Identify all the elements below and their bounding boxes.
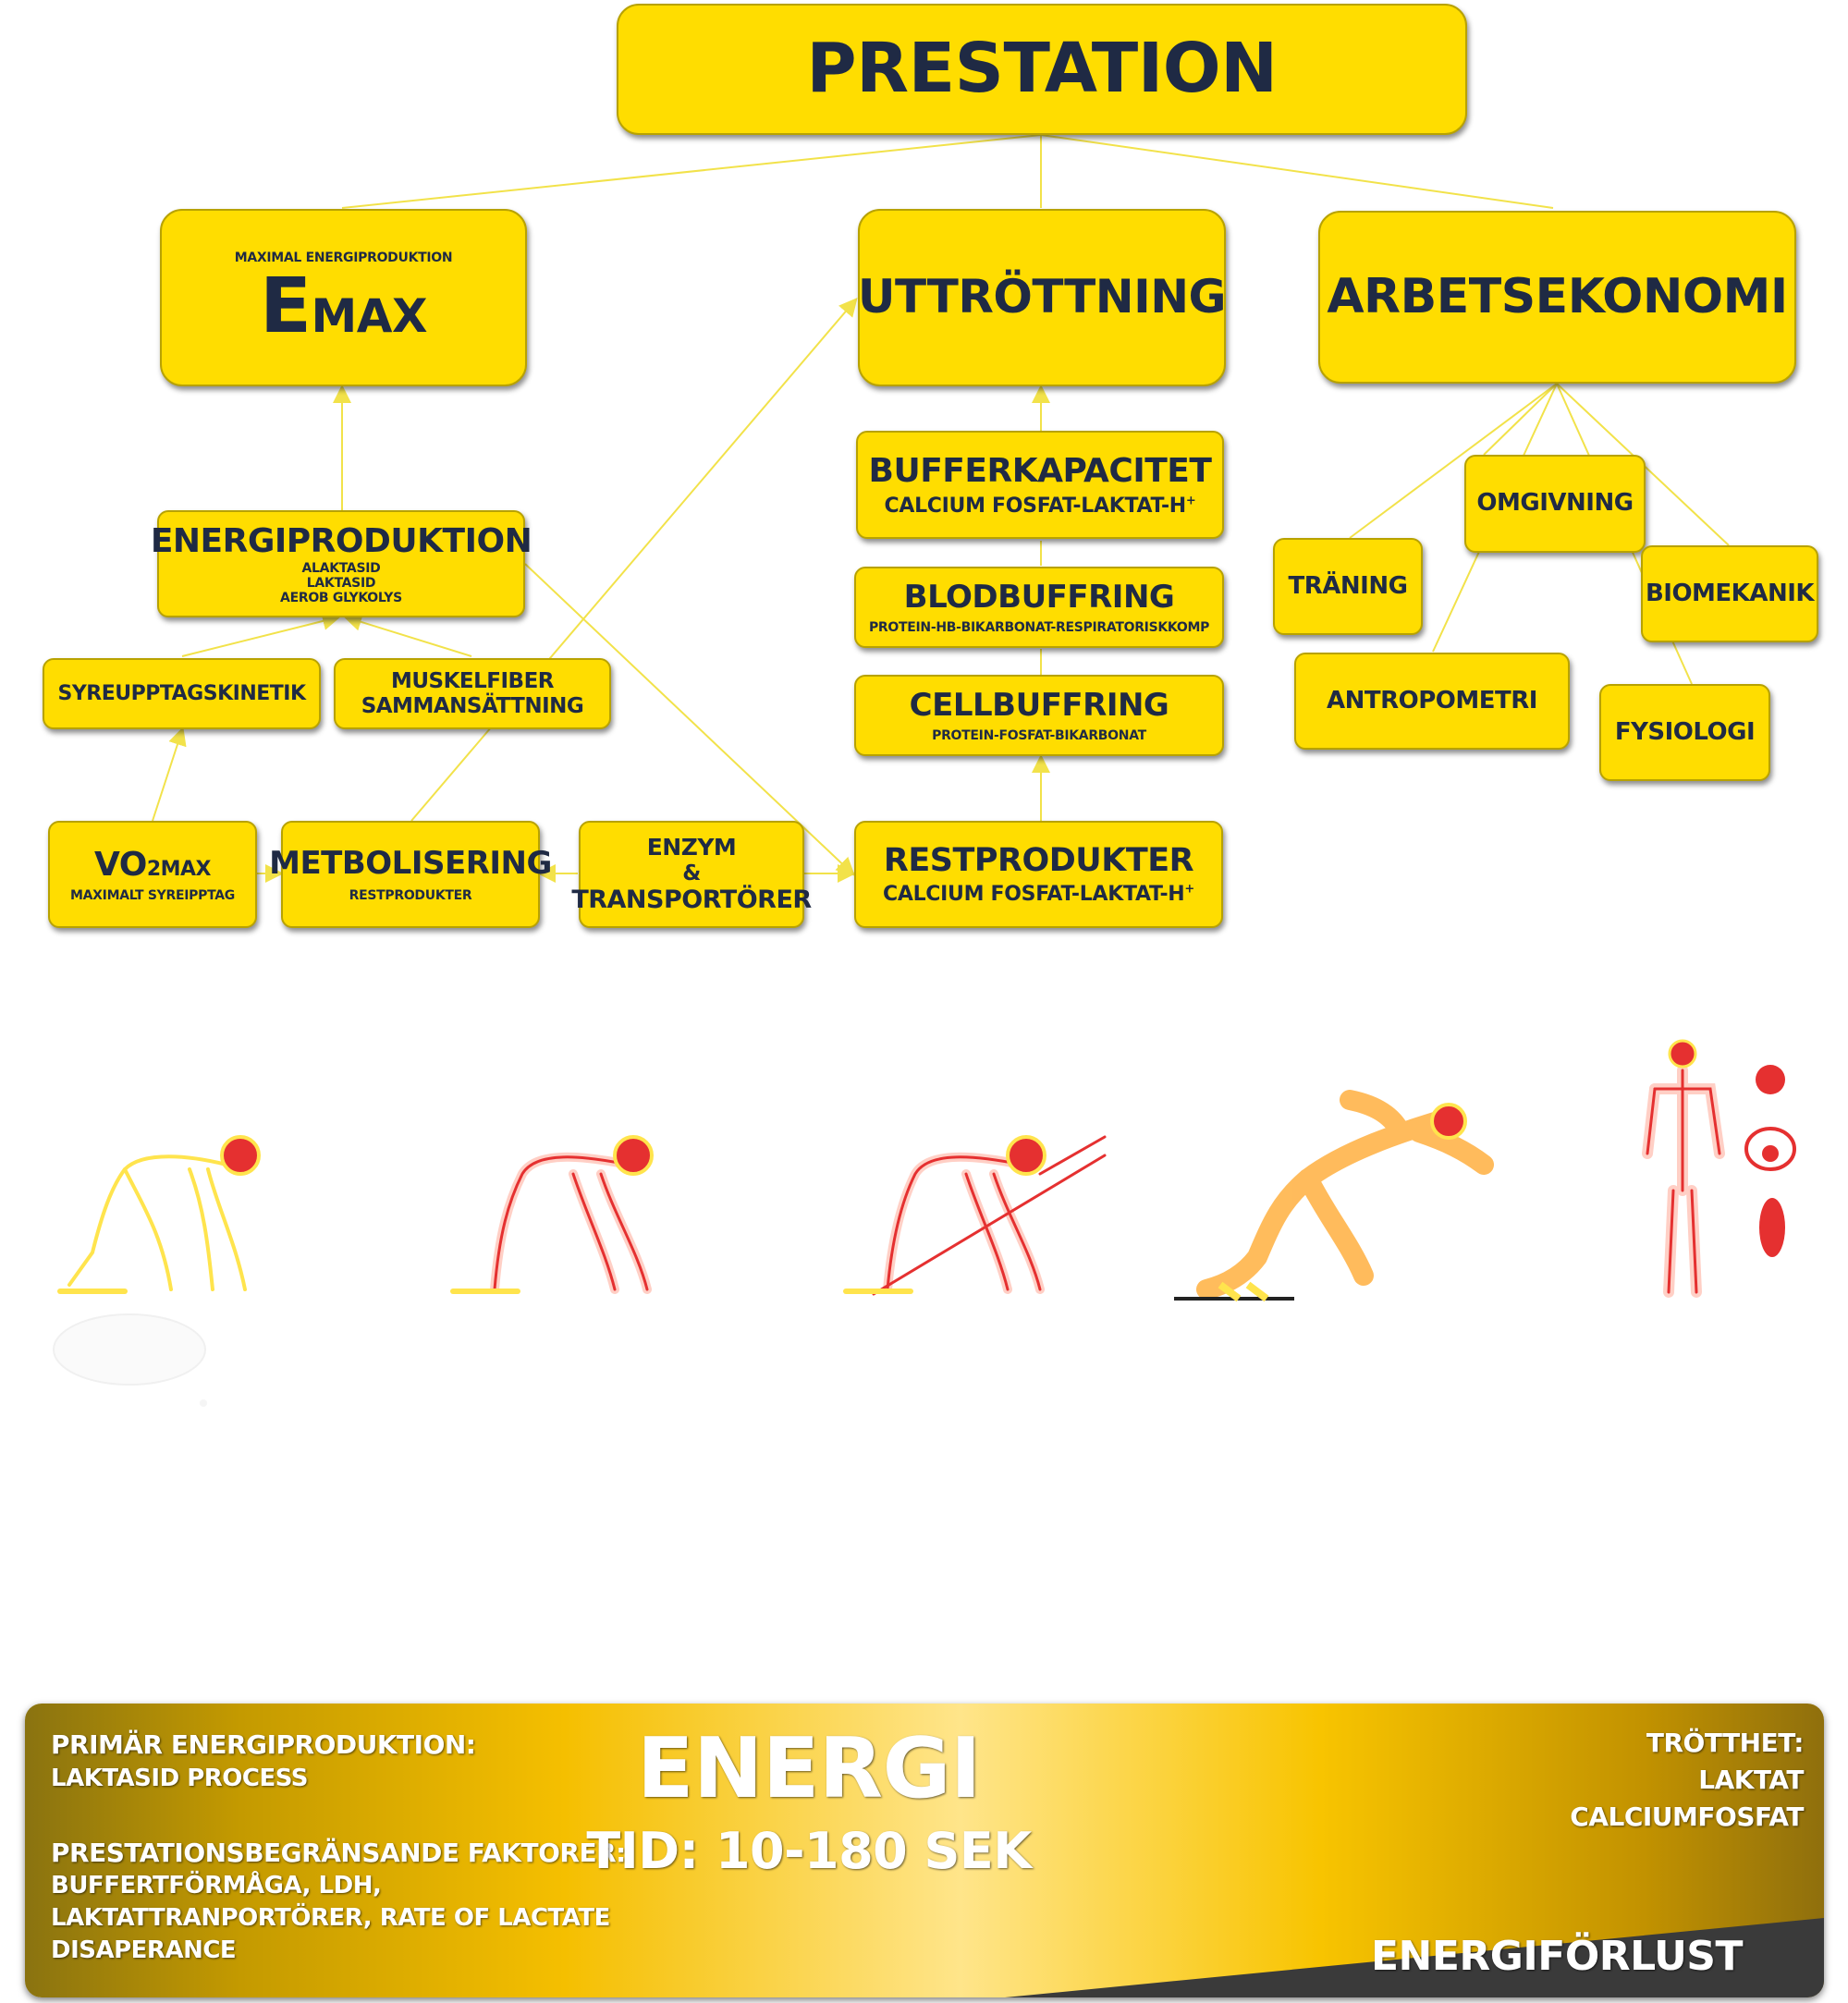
link-prestation-arbetsekonomi	[1040, 134, 1554, 209]
node-vo2max-sublabel: MAXIMALT SYREIPPTAG	[70, 887, 235, 903]
brain-icon	[613, 1135, 654, 1176]
node-blodbuffring[interactable]: BLODBUFFRING PROTEIN-HB-BIKARBONAT-RESPI…	[854, 567, 1224, 648]
node-bufferkapacitet-label: BUFFERKAPACITET	[868, 452, 1212, 491]
sprinter-figure-1	[57, 1135, 261, 1294]
footer-left-heading2: PRESTATIONSBEGRÄNSANDE FAKTORER:	[51, 1838, 626, 1868]
evolution-bubble-icon	[53, 1313, 207, 1407]
node-prestation[interactable]: PRESTATION	[617, 4, 1467, 135]
node-vo2max[interactable]: VO2MAX MAXIMALT SYREIPPTAG	[48, 821, 257, 928]
footer-right-line1: LAKTAT	[1698, 1765, 1804, 1795]
node-arbetsekonomi[interactable]: ARBETSEKONOMI	[1318, 211, 1796, 384]
node-arbetsekonomi-label: ARBETSEKONOMI	[1327, 268, 1788, 324]
link-metbol-uttrottning	[410, 297, 858, 822]
footer-left-line2c: DISAPERANCE	[51, 1936, 237, 1964]
sprinter-figure-2	[450, 1135, 654, 1294]
footer-dark-corner	[1005, 1918, 1824, 1997]
brain-icon	[1756, 1065, 1785, 1094]
link-muskel-energi	[343, 613, 472, 657]
node-energiproduktion-line1: ALAKTASID	[301, 560, 381, 576]
brain-icon	[220, 1135, 261, 1176]
node-restprodukter[interactable]: RESTPRODUKTER CALCIUM FOSFAT-LAKTAT-H+	[854, 821, 1223, 928]
node-traning[interactable]: TRÄNING	[1273, 538, 1423, 635]
node-bufferkapacitet-sub: CALCIUM FOSFAT-LAKTAT-H+	[884, 494, 1196, 518]
node-syreupptagskinetik-label: SYREUPPTAGSKINETIK	[57, 681, 307, 705]
node-biomekanik[interactable]: BIOMEKANIK	[1641, 545, 1818, 642]
node-enzym-line2: &	[682, 861, 701, 885]
node-blodbuffring-sub: PROTEIN-HB-BIKARBONAT-RESPIRATORISKKOMP	[868, 619, 1210, 635]
node-energiproduktion[interactable]: ENERGIPRODUKTION ALAKTASID LAKTASID AERO…	[151, 510, 532, 617]
node-bufferkapacitet[interactable]: BUFFERKAPACITET CALCIUM FOSFAT-LAKTAT-H+	[856, 431, 1224, 539]
link-prestation-emax	[341, 134, 1042, 209]
footer-right-heading: TRÖTTHET:	[1646, 1728, 1805, 1758]
brain-icon	[1006, 1135, 1046, 1176]
link-syre-energi	[181, 612, 341, 657]
footer-center-sub: TID: 10-180 SEK	[586, 1822, 1032, 1880]
node-energiproduktion-line3: AEROB GLYKOLYS	[280, 590, 402, 605]
node-biomekanik-label: BIOMEKANIK	[1645, 579, 1815, 607]
node-antropometri-label: ANTROPOMETRI	[1327, 686, 1537, 714]
link-vo2-syre	[152, 727, 187, 822]
footer-left-line2a: BUFFERTFÖRMÅGA, LDH,	[51, 1872, 382, 1899]
node-fysiologi-label: FYSIOLOGI	[1614, 717, 1756, 746]
node-traning-label: TRÄNING	[1288, 571, 1408, 600]
node-uttrottning-label: UTTRÖTTNING	[857, 270, 1227, 324]
node-metbolisering[interactable]: METBOLISERING RESTPRODUKTER	[269, 821, 552, 928]
node-energiproduktion-label: ENERGIPRODUKTION	[150, 522, 532, 561]
energy-footer-banner: PRIMÄR ENERGIPRODUKTION: LAKTASID PROCES…	[25, 1704, 1824, 1997]
node-uttrottning[interactable]: UTTRÖTTNING	[857, 209, 1227, 386]
brain-icon	[1430, 1103, 1467, 1140]
node-fysiologi[interactable]: FYSIOLOGI	[1599, 684, 1770, 781]
node-enzym-line1: ENZYM	[646, 833, 737, 861]
node-emax[interactable]: MAXIMAL ENERGIPRODUKTION EMAX	[160, 209, 527, 386]
node-muskelfiber-line2: SAMMANSÄTTNING	[361, 693, 584, 718]
connector-lines	[152, 134, 1730, 883]
node-omgivning[interactable]: OMGIVNING	[1464, 455, 1646, 553]
node-cellbuffring-label: CELLBUFFRING	[909, 687, 1169, 725]
node-restprodukter-label: RESTPRODUKTER	[883, 842, 1194, 880]
heart-icon	[1762, 1145, 1779, 1162]
footer-left-line1: LAKTASID PROCESS	[51, 1765, 309, 1792]
node-enzym-line3: TRANSPORTÖRER	[571, 885, 812, 915]
node-muskelfiber-line1: MUSKELFIBER	[390, 669, 555, 694]
node-antropometri[interactable]: ANTROPOMETRI	[1294, 653, 1570, 750]
human-body-figure	[1642, 1039, 1796, 1298]
link-arbets-traning	[1349, 383, 1558, 539]
sprinter-figure-4	[1174, 1090, 1494, 1302]
node-vo2max-label: VO2MAX	[93, 846, 212, 885]
node-blodbuffring-label: BLODBUFFRING	[903, 579, 1175, 617]
node-emax-label: EMAX	[259, 263, 428, 351]
node-emax-sup: MAXIMAL ENERGIPRODUKTION	[234, 250, 453, 265]
footer-left-heading1: PRIMÄR ENERGIPRODUKTION:	[51, 1729, 476, 1760]
node-prestation-label: PRESTATION	[806, 29, 1278, 109]
node-muskelfiber[interactable]: MUSKELFIBER SAMMANSÄTTNING	[334, 658, 611, 729]
lungs-icon	[1744, 1127, 1796, 1171]
footer-center-title: ENERGI	[637, 1720, 981, 1817]
node-restprodukter-sub: CALCIUM FOSFAT-LAKTAT-H+	[883, 883, 1194, 907]
node-enzym[interactable]: ENZYM & TRANSPORTÖRER	[571, 821, 812, 928]
footer-left-line2b: LAKTATTRANPORTÖRER, RATE OF LACTATE	[51, 1904, 610, 1932]
node-energiproduktion-line2: LAKTASID	[306, 575, 376, 591]
muscle-icon	[1759, 1198, 1785, 1257]
node-cellbuffring-sub: PROTEIN-FOSFAT-BIKARBONAT	[932, 727, 1146, 743]
node-omgivning-label: OMGIVNING	[1476, 489, 1634, 518]
node-cellbuffring[interactable]: CELLBUFFRING PROTEIN-FOSFAT-BIKARBONAT	[854, 675, 1224, 756]
link-arbets-omgivning	[1483, 383, 1558, 456]
sprinter-figure-3	[843, 1135, 1107, 1296]
footer-right-line2: CALCIUMFOSFAT	[1570, 1801, 1804, 1832]
head-icon	[1668, 1039, 1697, 1069]
node-syreupptagskinetik[interactable]: SYREUPPTAGSKINETIK	[43, 658, 321, 729]
footer-corner-label: ENERGIFÖRLUST	[1370, 1933, 1744, 1980]
node-metbolisering-sub: RESTPRODUKTER	[349, 887, 472, 903]
node-metbolisering-label: METBOLISERING	[269, 845, 552, 883]
